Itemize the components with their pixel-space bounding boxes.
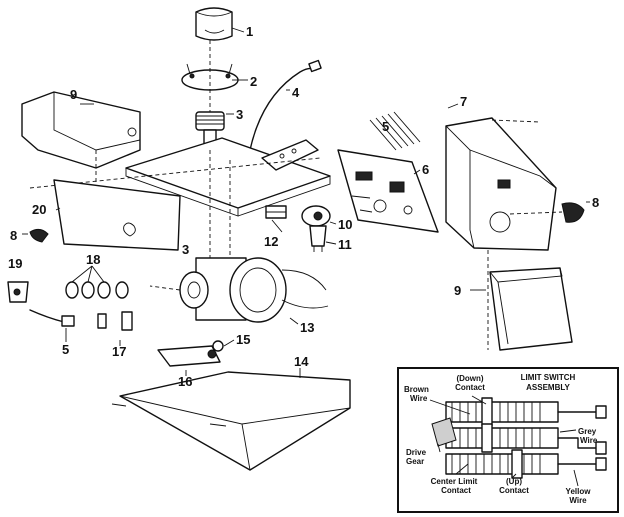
part-18-bushings [65,281,129,299]
inset-title-line2: ASSEMBLY [526,383,570,392]
callout-7: 7 [460,94,467,109]
limit-switch-inset [397,367,619,513]
part-12-bracket [265,205,287,219]
callout-5-harness: 5 [382,119,389,134]
leader-lines [22,27,590,378]
part-8-knob-left [29,228,49,243]
part-7-rear-housing [445,117,557,251]
part-4-cable [249,59,322,151]
callout-10: 10 [338,217,352,232]
part-10-sensor [301,205,331,227]
part-6-circuit-board [337,149,439,233]
callout-13: 13 [300,320,314,335]
label-yellow-wire-2: Wire [569,496,587,505]
label-center-limit-1: Center Limit [431,477,478,486]
label-up-contact-1: (Up) [506,477,522,486]
part-20-front-panel [53,150,181,251]
callout-19: 19 [8,256,22,271]
callout-1: 1 [246,24,253,39]
inset-labels: LIMIT SWITCH ASSEMBLY Brown Wire (Down) … [404,373,598,505]
callout-labels: 1 2 3 3 4 5 5 6 7 8 8 9 9 10 11 12 13 14… [8,24,599,389]
callout-12: 12 [264,234,278,249]
part-19-cap [7,281,29,303]
label-drive-gear-1: Drive [406,448,427,457]
part-9-lens-right [487,250,573,351]
part-1-cap [195,7,233,41]
callout-5-wire: 5 [62,342,69,357]
callout-20: 20 [32,202,46,217]
callout-4: 4 [292,85,300,100]
callout-9-right: 9 [454,283,461,298]
part-5-harness-top [369,111,421,151]
callout-18: 18 [86,252,100,267]
part-16-bracket [157,345,221,367]
part-11-connector [309,225,327,252]
motor-assembly [149,150,329,323]
part-9-side-cover-left [21,91,141,169]
chassis-frame [29,137,331,217]
inset-title-line1: LIMIT SWITCH [521,373,576,382]
label-grey-wire-2: Wire [580,436,598,445]
callout-17: 17 [112,344,126,359]
part-5-wire-left [29,309,75,327]
label-drive-gear-2: Gear [406,457,424,466]
part-3-gear-top [195,40,225,149]
part-14-bottom-tray [111,371,351,471]
part-8-knob-right [509,202,585,223]
label-grey-wire-1: Grey [578,427,597,436]
part-17-clip [97,311,133,331]
callout-2: 2 [250,74,257,89]
callout-9-left: 9 [70,87,77,102]
label-center-limit-2: Contact [441,486,471,495]
callout-6: 6 [422,162,429,177]
label-brown-wire-2: Wire [410,394,428,403]
callout-8-left: 8 [10,228,17,243]
callout-8-right: 8 [592,195,599,210]
label-up-contact-2: Contact [499,486,529,495]
label-down-contact-2: Contact [455,383,485,392]
label-down-contact-1: (Down) [456,374,483,383]
label-yellow-wire-1: Yellow [566,487,592,496]
label-brown-wire-1: Brown [404,385,429,394]
callout-15: 15 [236,332,250,347]
callout-3-top: 3 [236,107,243,122]
callout-3-motor: 3 [182,242,189,257]
callout-16: 16 [178,374,192,389]
callout-11: 11 [338,237,352,252]
callout-14: 14 [294,354,309,369]
part-15-screw [212,340,224,352]
